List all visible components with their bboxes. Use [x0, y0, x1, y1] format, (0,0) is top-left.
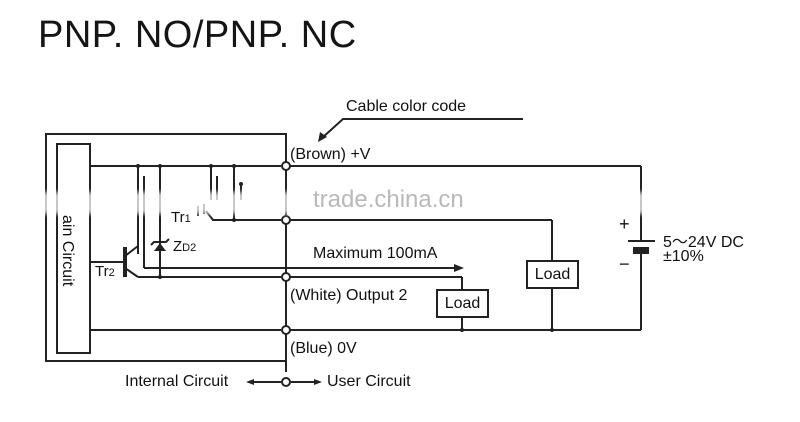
internal-circuit-label: Internal Circuit [125, 373, 229, 390]
tr1-text: Tr [171, 209, 185, 226]
battery-plate-negative [633, 247, 649, 254]
tr2-label: Tr2 [95, 263, 115, 280]
supply-voltage-label: 5～24V DC [663, 234, 744, 251]
junction-dot [232, 218, 236, 222]
cable-color-code-label: Cable color code [346, 98, 467, 115]
main-circuit-label: ain Circuit [59, 215, 76, 287]
tr2-emitter [124, 267, 139, 278]
junction-dot [209, 164, 213, 168]
tolerance-label: ±10% [663, 248, 704, 265]
max-current-arrow-head [454, 264, 464, 272]
main-circuit-box [56, 143, 91, 354]
junction-dot [239, 182, 243, 186]
junction-dot [158, 275, 162, 279]
blue-wire-label: (Blue) 0V [290, 340, 357, 357]
load-box-2: Load [436, 289, 489, 318]
load-box-1: Load [526, 260, 579, 289]
terminal-blue [281, 325, 291, 335]
watermark-blur-band [36, 192, 656, 214]
terminal-white [281, 272, 291, 282]
terminal-boundary [281, 377, 291, 387]
cable-color-leader [321, 118, 523, 139]
zd2-subscript: D2 [182, 242, 197, 254]
tr2-text: Tr [95, 263, 109, 280]
tr2-subscript: 2 [108, 267, 115, 279]
terminal-output-1 [281, 215, 291, 225]
junction-dot [232, 164, 236, 168]
user-circuit-label: User Circuit [327, 373, 411, 390]
page-title: PNP. NO/PNP. NC [38, 14, 357, 56]
white-wire-label: (White) Output 2 [290, 287, 408, 304]
tr2-collector [124, 245, 139, 257]
brown-wire-label: (Brown) +V [290, 146, 371, 163]
watermark: trade.china.cn [313, 186, 464, 213]
junction-dot [136, 164, 140, 168]
minus-sign: − [619, 254, 630, 274]
terminal-brown [281, 161, 291, 171]
cable-arrow-head [318, 132, 327, 142]
tr1-subscript: 1 [184, 213, 191, 225]
internal-circuit-box [45, 133, 287, 362]
junction-dot [460, 328, 464, 332]
internal-arrow-head [246, 379, 254, 385]
plus-sign: + [619, 214, 630, 234]
tr1-label: Tr1 [171, 209, 191, 226]
zd2-text: Z [173, 238, 183, 255]
junction-dot [158, 164, 162, 168]
zener-bar [150, 238, 170, 246]
zener-diode-icon [154, 243, 166, 251]
user-arrow-head [314, 379, 322, 385]
junction-dot [550, 328, 554, 332]
max-current-label: Maximum 100mA [313, 245, 438, 262]
zd2-label: ZD2 [173, 238, 196, 255]
